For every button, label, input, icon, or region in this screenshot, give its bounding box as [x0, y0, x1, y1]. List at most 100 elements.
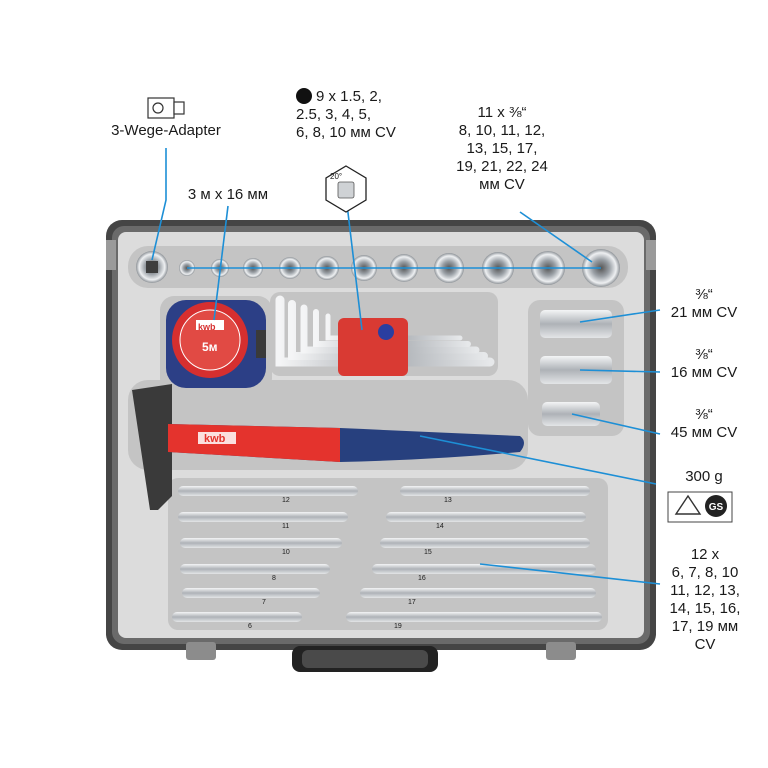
label-wrenches-line: 12 x [690, 546, 720, 563]
wrench [400, 486, 590, 496]
label-wrenches-line: 14, 15, 16, [669, 600, 741, 617]
wrench [372, 564, 596, 574]
wrench-size-left: 7 [262, 599, 266, 606]
callout-tape [213, 205, 229, 321]
latch-left [186, 642, 216, 660]
deep-sockets [540, 310, 612, 426]
adapter-icon [147, 97, 185, 119]
wrench-size-right: 13 [444, 497, 452, 504]
label-sockets-line: 19, 21, 22, 24 [456, 158, 548, 175]
hex-key-set [275, 295, 495, 367]
label-wrenches: 12 x 6, 7, 8, 10 11, 12, 13, 14, 15, 16,… [660, 546, 750, 654]
label-socket-45: ⅜“ 45 мм CV [664, 406, 744, 442]
label-socket-45-size: ⅜“ [695, 406, 713, 423]
hex-key [325, 313, 463, 341]
hammer-logo [198, 432, 236, 444]
hex-socket-icon [325, 165, 367, 213]
label-hammer: 300 g [685, 468, 723, 485]
socket-16-cv [540, 356, 612, 384]
wrench-size-right: 17 [408, 599, 416, 606]
callout-lines [151, 148, 661, 585]
label-sockets-line: 8, 10, 11, 12, [458, 122, 546, 139]
wrench [178, 486, 358, 496]
socket-45-cv [542, 402, 600, 426]
wrench-size-right: 15 [424, 549, 432, 556]
adapter-square [146, 261, 158, 273]
label-socket-16-spec: 16 мм CV [670, 364, 738, 381]
hex-key [275, 295, 495, 367]
hex-bullet-icon [296, 88, 312, 104]
label-sockets-line: 11 x ⅜“ [477, 104, 527, 121]
hinge-right [646, 240, 656, 270]
label-sockets-line: 13, 15, 17, [466, 140, 538, 157]
wrench [172, 612, 302, 622]
hex-key [313, 309, 471, 347]
label-hex-keys-line: 6, 8, 10 мм CV [296, 124, 396, 141]
tape-dial-inner [179, 309, 241, 371]
wrench [180, 564, 330, 574]
latch-right [546, 642, 576, 660]
label-sockets: 11 x ⅜“ 8, 10, 11, 12, 13, 15, 17, 19, 2… [432, 104, 572, 194]
label-tape: 3 м x 16 мм [187, 186, 269, 203]
callout-hammer [419, 435, 657, 485]
wrench [178, 512, 348, 522]
label-socket-45-spec: 45 мм CV [670, 424, 738, 441]
callout-socket-21 [579, 309, 661, 323]
hinge-left [106, 240, 116, 270]
tape-logo-plate [196, 320, 224, 330]
hammer-head [132, 384, 172, 510]
hex-angle-mark: 20° [330, 172, 343, 181]
label-hex-keys-line: 2.5, 3, 4, 5, [296, 106, 372, 123]
wrench [180, 538, 342, 548]
label-wrenches-line: 6, 7, 8, 10 [671, 564, 739, 581]
callout-socket-16 [579, 369, 661, 373]
wrench-size-right: 14 [436, 523, 444, 530]
wrench-size-left: 11 [282, 523, 290, 530]
label-socket-21-spec: 21 мм CV [670, 304, 738, 321]
label-adapter: 3-Wege-Adapter [111, 122, 221, 139]
callout-wrenches [479, 563, 661, 585]
label-wrenches-line: 11, 12, 13, [670, 582, 740, 599]
hex-key-holder [338, 318, 408, 376]
hex-key [300, 304, 480, 354]
hammer [132, 384, 524, 510]
callout-adapter [151, 148, 167, 261]
tape-brand-mark: kwb [198, 322, 216, 332]
wrenches [172, 486, 602, 622]
label-hex-keys-line: 9 x 1.5, 2, [316, 88, 382, 105]
hex-key [288, 300, 488, 360]
wrench-size-right: 16 [418, 575, 426, 582]
label-socket-21: ⅜“ 21 мм CV [664, 286, 744, 322]
tape-size-mark: 5м [202, 340, 218, 354]
wrench-size-left: 12 [282, 497, 290, 504]
measuring-tape [166, 300, 266, 388]
certification-badges: GS [667, 491, 733, 523]
cutout-wrenches-left [168, 478, 364, 630]
wrench [386, 512, 586, 522]
callout-hexkeys [345, 195, 363, 331]
wrench [360, 588, 596, 598]
label-hex-keys: 9 x 1.5, 2, 2.5, 3, 4, 5, 6, 8, 10 мм CV [296, 88, 396, 142]
wrench [380, 538, 590, 548]
cutout-wrenches-right [340, 478, 608, 630]
label-wrenches-line: 17, 19 мм [671, 618, 739, 635]
wrench-size-right: 19 [394, 623, 402, 630]
handle-grip [302, 650, 428, 668]
wrench-size-left: 10 [282, 549, 290, 556]
hex-holder-pin [378, 324, 394, 340]
label-sockets-line: мм CV [479, 176, 525, 193]
hammer-brand-mark: kwb [204, 433, 226, 445]
label-socket-16: ⅜“ 16 мм CV [664, 346, 744, 382]
label-wrenches-line: CV [694, 636, 716, 653]
wrench-size-left: 6 [248, 623, 252, 630]
callout-socket-45 [571, 413, 661, 435]
label-socket-16-size: ⅜“ [695, 346, 713, 363]
label-socket-21-size: ⅜“ [695, 286, 713, 303]
socket-21-cv [540, 310, 612, 338]
wrench [346, 612, 602, 622]
callout-sockets [519, 211, 593, 263]
tape-clip [256, 330, 266, 358]
wrench-size-left: 8 [272, 575, 276, 582]
wrench [182, 588, 320, 598]
